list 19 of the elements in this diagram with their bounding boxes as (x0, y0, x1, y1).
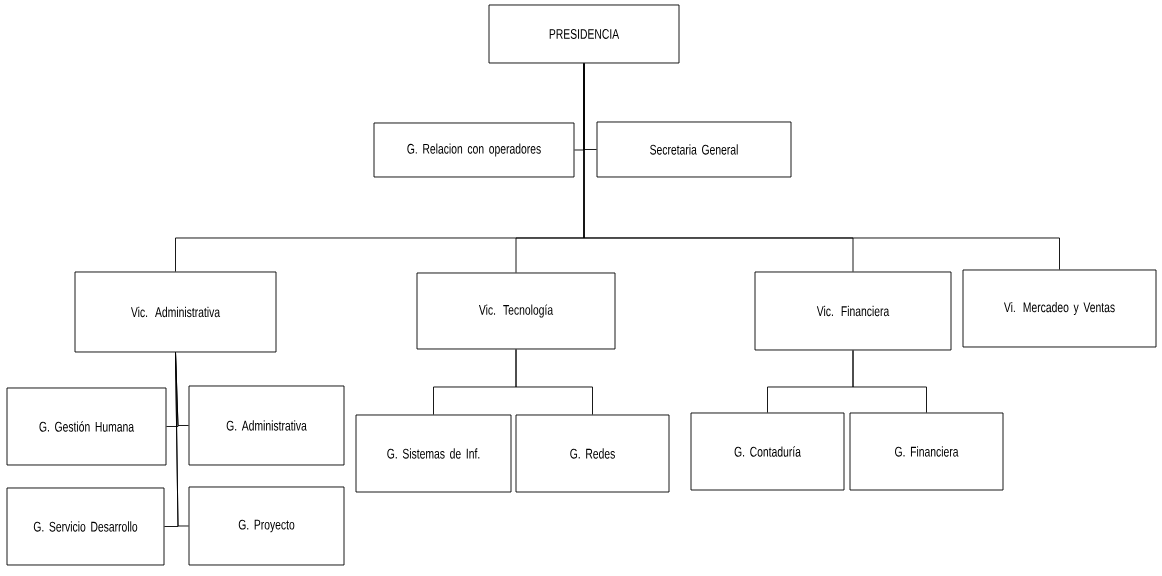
org-box: Vic. Financiera (754, 271, 952, 351)
org-box: PRESIDENCIA (488, 4, 680, 64)
org-box: Vi. Mercadeo y Ventas (962, 269, 1157, 348)
connector-line (175, 352, 189, 527)
org-box: G. Relacion con operadores (373, 122, 575, 178)
org-box: G. Gestión Humana (6, 387, 167, 466)
org-box: Vic. Tecnología (416, 272, 616, 350)
org-box: G. Redes (515, 414, 670, 493)
org-box: Secretaria General (596, 121, 792, 178)
connector-line (852, 350, 927, 413)
org-box: G. Servicio Desarrollo (6, 487, 165, 566)
org-box: G. Administrativa (188, 385, 345, 466)
org-box: G. Proyecto (188, 486, 345, 566)
org-box: Vic. Administrativa (74, 271, 277, 353)
connector-line (583, 63, 1060, 270)
org-box: G. Financiera (849, 412, 1004, 491)
org-box: G. Contaduría (690, 412, 845, 491)
org-box: G. Sistemas de Inf. (355, 414, 512, 493)
connector-line (515, 349, 593, 415)
